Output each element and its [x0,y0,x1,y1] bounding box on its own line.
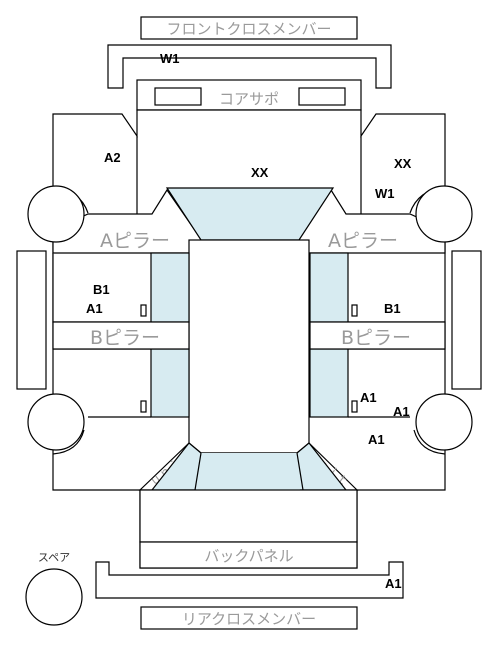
spare-tire [25,568,83,626]
tire-front-right [415,185,473,243]
a-pillar-right-label: Aピラー [328,230,398,252]
code-a1-right-bottom: A1 [368,432,385,447]
code-a1-right-low: A1 [393,404,410,419]
spare-label: スペア [38,551,70,564]
rear-window-inner [195,453,300,490]
code-xx-right: XX [394,156,412,171]
b-pillar-left-band [52,321,190,350]
code-b1-left: B1 [93,282,110,297]
b-pillar-right-label: Bピラー [341,327,411,349]
rear-window-right-edge [296,452,304,491]
rear-bumper-bracket [95,561,404,599]
b-pillar-right-band [309,321,446,350]
door-handle-left-rear [140,400,147,413]
front-cross-member-box [140,16,358,40]
rear-window-left-edge [194,452,202,491]
tire-rear-right [415,393,473,451]
rear-cross-member-label: リアクロスメンバー [182,610,316,628]
back-panel-label: バックパネル [204,547,293,565]
code-a1-left: A1 [86,301,103,316]
tire-front-left [27,185,85,243]
roof [188,239,310,454]
code-a2: A2 [104,150,121,165]
code-b1-right: B1 [384,301,401,316]
rear-cross-member-box [140,606,358,630]
window-left-front [150,252,190,323]
headlight-left [154,87,202,106]
a-pillar-left-label: Aピラー [100,230,170,252]
code-w1-right: W1 [375,186,395,201]
window-right-rear [309,348,349,418]
back-panel-box [139,541,358,569]
code-xx-center: XX [251,165,269,180]
side-panel-left [16,250,47,390]
window-left-rear [150,348,190,418]
code-a1-right-mid: A1 [360,390,377,405]
core-support-label: コアサポ [219,90,279,108]
door-handle-right-front [351,304,358,317]
front-bumper-bracket [107,44,392,89]
door-handle-left-front [140,304,147,317]
door-handle-right-rear [351,400,358,413]
b-pillar-left-label: Bピラー [90,327,160,349]
headlight-right [298,87,346,106]
code-w1-front: W1 [160,51,180,66]
code-a1-rear: A1 [385,576,402,591]
side-panel-right [451,250,482,390]
tire-rear-left [27,393,85,451]
front-cross-member-label: フロントクロスメンバー [166,20,331,38]
trunk-lid [139,489,358,543]
window-right-front [309,252,349,323]
